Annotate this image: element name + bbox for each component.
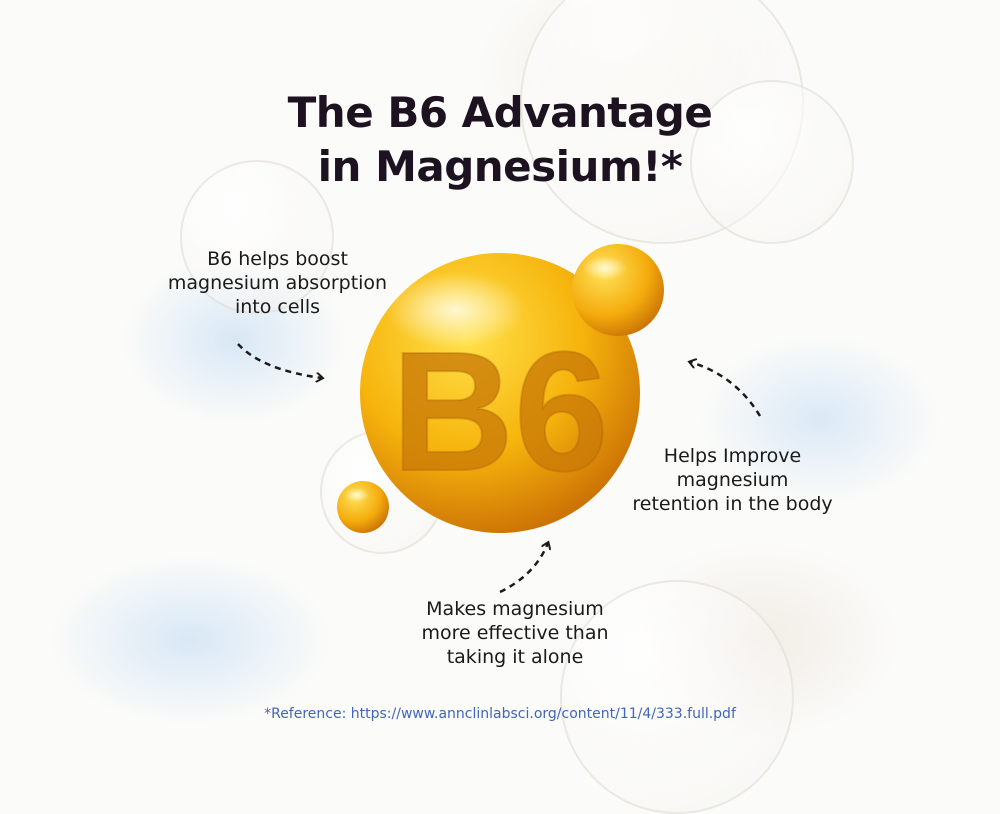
reference-link[interactable]: *Reference: https://www.annclinlabsci.or… xyxy=(264,706,736,722)
callout-line: B6 helps boost xyxy=(207,248,348,270)
page-title: The B6 Advantage in Magnesium!* xyxy=(0,86,1000,194)
callout-line: taking it alone xyxy=(446,646,584,668)
callout-line: into cells xyxy=(234,296,321,318)
b6-vitamin-orb: B6 xyxy=(337,244,664,533)
callout-line: more effective than xyxy=(421,622,609,644)
callout-line: Helps Improve xyxy=(663,445,802,467)
callout-line: retention in the body xyxy=(632,493,833,515)
title-line-1: The B6 Advantage xyxy=(287,88,713,137)
background-bubble xyxy=(180,160,334,314)
arrow-retention xyxy=(690,362,762,417)
callout-retention: Helps Improve magnesium retention in the… xyxy=(610,444,855,516)
vitamin-label: B6 xyxy=(391,317,608,507)
callout-absorption: B6 helps boost magnesium absorption into… xyxy=(135,247,420,319)
arrows-layer xyxy=(237,343,762,594)
callout-line: Makes magnesium xyxy=(426,598,604,620)
orb-small-top-shine xyxy=(583,256,627,280)
background-bubble xyxy=(690,80,854,244)
title-line-2: in Magnesium!* xyxy=(317,142,683,191)
main-orb-shine xyxy=(385,272,525,348)
orb-small-bottom-shine xyxy=(345,488,369,502)
callout-effective: Makes magnesium more effective than taki… xyxy=(385,597,645,669)
callout-line: magnesium absorption xyxy=(167,272,388,294)
arrow-absorption xyxy=(237,343,322,378)
callout-line: magnesium xyxy=(676,469,789,491)
arrow-effective xyxy=(499,543,548,594)
